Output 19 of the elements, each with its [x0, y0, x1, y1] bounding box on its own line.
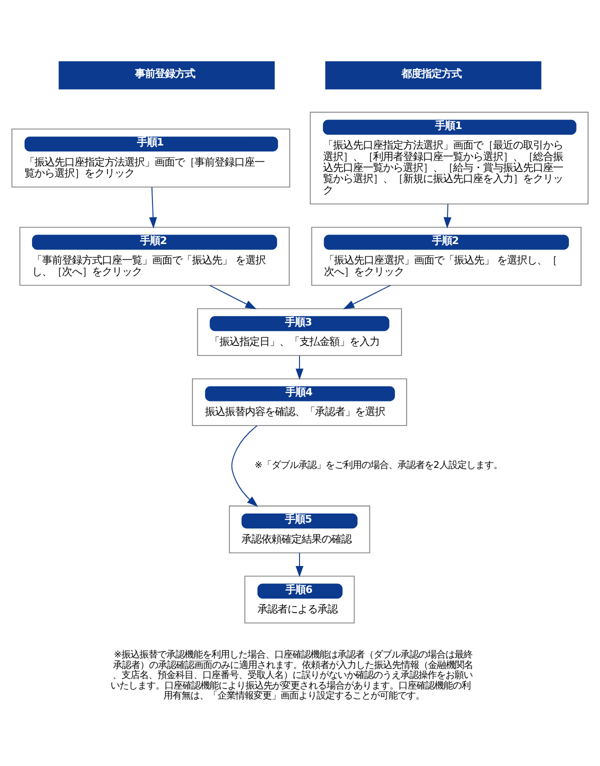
node-box: 手順4 振込振替内容を確認、「承認者」を選択: [192, 378, 408, 426]
arrow: [231, 424, 258, 506]
arrow: [296, 552, 304, 577]
node-box: 手順2 「振込先口座選択」画面で「振込先」 を選択し、［次へ］をクリック: [311, 226, 582, 286]
arrow: [444, 203, 452, 228]
node-box: 手順5 承認依頼確定結果の確認: [228, 505, 370, 553]
node-box: 手順3 「振込指定日」、「支払金額」を入力: [197, 308, 402, 356]
node-box: 事前登録方式: [58, 60, 275, 89]
node-box: 手順1 「振込先口座指定方法選択」画面で［最近の取引から選択］、［利用者登録口座一覧から選択］、［総合振込先口座一覧から選択］、［給与・賞与振込先口座一覧から選択］、［新規に振込先口座を入力］をクリック: [310, 111, 589, 204]
node-box: 都度指定方式: [325, 60, 542, 89]
arrow: [149, 186, 157, 228]
arrow: [209, 284, 257, 309]
node-box: 手順1 「振込先口座指定方法選択」画面で［事前登録口座一覧から選択］をクリック: [11, 128, 290, 188]
arrow: [343, 284, 391, 309]
node-box: 手順6 承認者による承認: [244, 575, 355, 623]
node-box: 手順2 「事前登録方式口座一覧」画面で「振込先」 を選択し、［次へ］をクリック: [19, 226, 290, 286]
arrow: [296, 354, 304, 380]
label: ※「ダブル承認」をご利用の場合、承認者を2人設定します。: [254, 460, 502, 471]
label: ※振込振替で承認機能を利用した場合、口座確認機能は承認者（ダブル承認の場合は最終承認者）の承認確認画面のみに適用されます。依頼者が入力した振込先情報（金融機関名、支店名、預金科目、口座番号、受取人名）に誤りがないか確認のうえ承認操作をお願いいたします。口座確認機能により振込先が変更される場合があります。口座確認機能の利用有無は、「企業情報変更」画面より設定することが可能です。: [110, 649, 473, 702]
